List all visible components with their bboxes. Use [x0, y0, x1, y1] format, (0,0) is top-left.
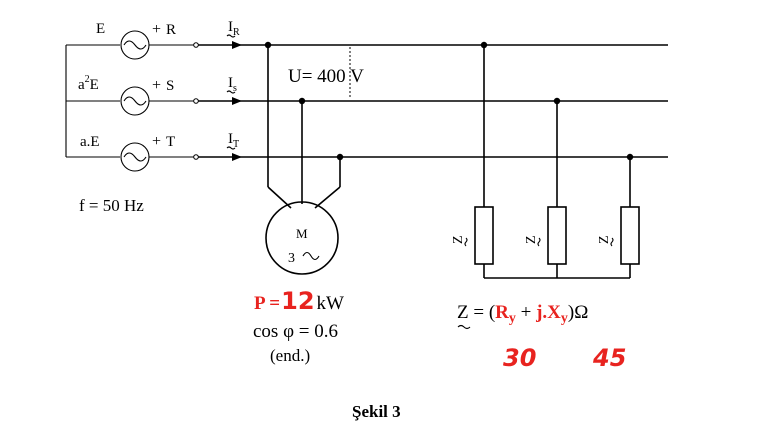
motor-wiring [264, 41, 344, 209]
phase-lines [198, 44, 668, 158]
current-t-label: IT [228, 131, 239, 150]
motor-symbol [265, 201, 339, 275]
source-r-emf: E [96, 21, 105, 37]
load-wiring [480, 41, 634, 279]
load-impedance-2 [547, 206, 567, 265]
load-z-labels: Z Z Z [451, 235, 614, 247]
source-t-emf: a.E [80, 134, 100, 150]
source-t [120, 142, 199, 172]
current-r-label: IR [228, 19, 240, 38]
load-z-label-2: Z [524, 235, 539, 244]
source-s-emf: a2E [78, 74, 99, 93]
motor-note: (end.) [270, 346, 310, 365]
formula-z-tilde [457, 324, 471, 330]
load-z-label-1: Z [451, 235, 466, 244]
source-r-plus: + [152, 21, 161, 38]
source-s-phase: S [166, 78, 174, 94]
source-s-plus: + [152, 77, 161, 94]
figure-caption: Şekil 3 [352, 402, 401, 421]
motor-label-3: 3 [288, 251, 295, 266]
source-r-phase: R [166, 22, 176, 38]
current-tilde-marks [226, 34, 236, 150]
source-t-plus: + [152, 133, 161, 150]
voltage-label: U= 400 V [288, 66, 364, 87]
source-left-bus [65, 44, 120, 158]
motor-cos-phi: cos φ = 0.6 [253, 321, 338, 342]
load-impedance-1 [474, 206, 494, 265]
source-s [120, 86, 199, 116]
handwritten-r-value: 30 [503, 344, 536, 372]
handwritten-x-value: 45 [592, 344, 626, 372]
impedance-formula: Z = (Ry + j.Xy)Ω [457, 302, 588, 326]
load-impedance-3 [620, 206, 640, 265]
source-r [120, 30, 199, 60]
current-s-label: Is [228, 75, 237, 94]
source-t-phase: T [166, 134, 175, 150]
load-z-label-3: Z [597, 235, 612, 244]
frequency-label: f = 50 Hz [79, 196, 144, 215]
motor-label-m: M [296, 226, 308, 241]
